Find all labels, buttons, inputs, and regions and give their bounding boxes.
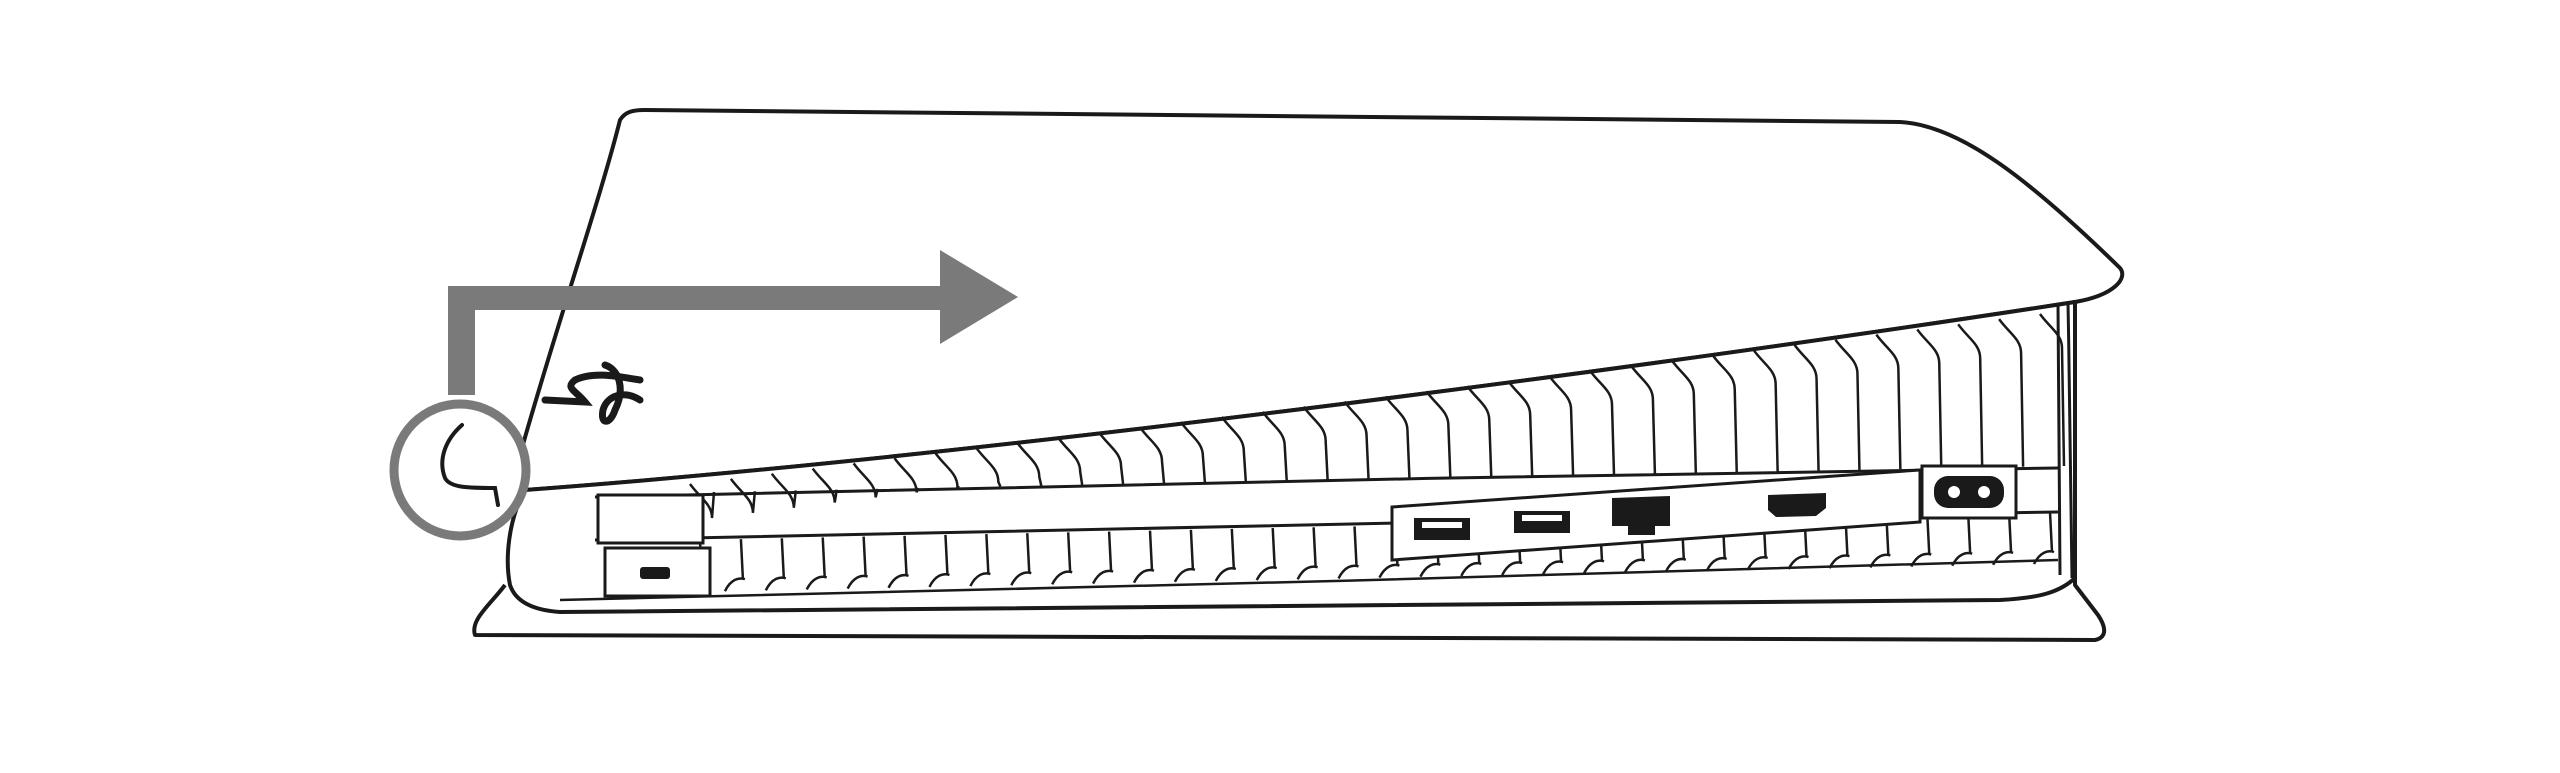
vent-fin bbox=[1711, 354, 1738, 473]
vent-fin bbox=[1588, 369, 1616, 475]
vent-fin bbox=[1057, 436, 1084, 486]
vent-fin bbox=[1220, 416, 1248, 482]
vent-fin bbox=[1132, 530, 1155, 584]
vent-fin bbox=[1548, 375, 1575, 476]
vent-fin bbox=[1957, 323, 1984, 468]
vent-fin bbox=[1875, 333, 1902, 470]
vent-fin bbox=[934, 452, 960, 489]
vent-fin bbox=[770, 472, 798, 508]
vent-fin bbox=[1051, 532, 1073, 585]
vent-fin bbox=[1793, 344, 1820, 471]
vent-fin bbox=[805, 537, 828, 591]
vent-fin bbox=[975, 447, 1002, 487]
vent-fin bbox=[1507, 380, 1534, 477]
vent-fin bbox=[1384, 395, 1411, 479]
direction-arrow bbox=[448, 250, 1018, 395]
hdmi-port bbox=[1768, 493, 1826, 517]
vent-fin bbox=[688, 483, 716, 519]
vent-fin bbox=[1951, 513, 1973, 567]
ac-power-port bbox=[1920, 464, 2018, 520]
highlight-circle-icon bbox=[389, 399, 531, 541]
vent-fin bbox=[969, 533, 991, 587]
usb-a-port bbox=[1514, 511, 1570, 533]
vent-fin bbox=[1998, 318, 2025, 467]
vent-fin bbox=[1255, 528, 1278, 581]
vent-fin bbox=[1302, 406, 1329, 481]
vent-fin bbox=[1910, 514, 1932, 568]
left-port-panel bbox=[596, 493, 705, 545]
vent-fin bbox=[1343, 400, 1370, 480]
bottom-lip bbox=[559, 558, 2059, 602]
vent-fin bbox=[1261, 411, 1288, 482]
vent-fin bbox=[1466, 385, 1493, 478]
vent-fin bbox=[1016, 442, 1043, 486]
vent-fin bbox=[893, 457, 920, 493]
vent-fin bbox=[1629, 364, 1657, 474]
vent-fin bbox=[1991, 512, 2014, 566]
vent-fin bbox=[887, 535, 909, 589]
brand-logo bbox=[541, 361, 644, 425]
vent-fin bbox=[764, 538, 787, 591]
vent-fin bbox=[1214, 528, 1237, 582]
vent-fin bbox=[1916, 328, 1943, 469]
vent-fin bbox=[1337, 526, 1359, 580]
vent-fin bbox=[1179, 421, 1207, 483]
vent-fin bbox=[1752, 349, 1779, 472]
vent-fin bbox=[928, 534, 950, 588]
vent-fin bbox=[852, 462, 879, 498]
usb-c-port bbox=[640, 567, 670, 579]
right-edge bbox=[2056, 302, 2074, 579]
vent-fin bbox=[2038, 313, 2066, 467]
vent-fin bbox=[1091, 531, 1114, 585]
vent-fin bbox=[1010, 533, 1032, 586]
detail-curve bbox=[440, 423, 500, 507]
vent-fin bbox=[1834, 339, 1861, 470]
vent-fin bbox=[729, 478, 757, 513]
vent-fins-upper bbox=[688, 313, 2066, 519]
vent-fin bbox=[811, 467, 838, 503]
vent-fin bbox=[846, 536, 869, 590]
vent-fin bbox=[1138, 426, 1166, 484]
usb-a-port bbox=[1414, 518, 1470, 540]
vent-fin bbox=[1296, 527, 1319, 580]
vent-fin bbox=[1173, 529, 1196, 583]
ethernet-port bbox=[1612, 496, 1670, 535]
vent-fin bbox=[2032, 511, 2055, 565]
vent-fin bbox=[1670, 359, 1698, 474]
vent-fin bbox=[723, 539, 746, 592]
vent-fin bbox=[1425, 390, 1452, 478]
vent-fin bbox=[1098, 431, 1125, 485]
